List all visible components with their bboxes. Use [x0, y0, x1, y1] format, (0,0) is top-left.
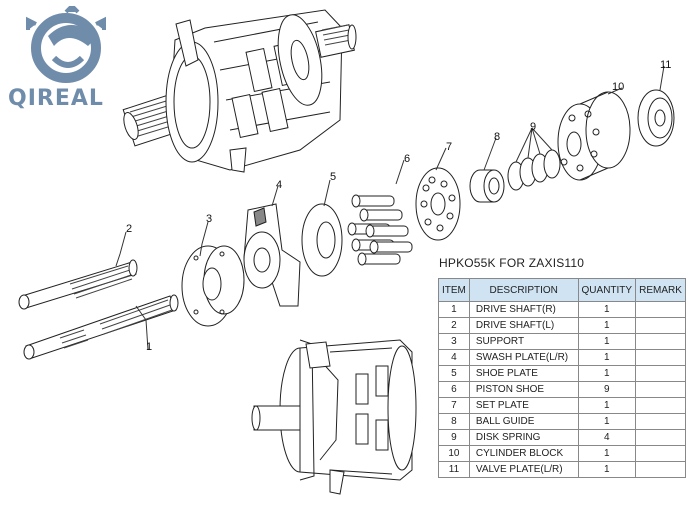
cell-remark: [635, 365, 686, 382]
part-1-drive-shaft-right: [23, 294, 179, 360]
cell-remark: [635, 381, 686, 398]
cell-remark: [635, 317, 686, 334]
cell-quantity: 4: [577, 429, 637, 446]
cell-description: DRIVE SHAFT(R): [468, 301, 579, 318]
part-11-valve-plate: [637, 89, 675, 147]
callout-6: 6: [404, 153, 410, 165]
table-title: HPKO55K FOR ZAXIS110: [439, 256, 585, 270]
part-9-disk-springs: [507, 149, 561, 191]
cell-description: SWASH PLATE(L/R): [468, 349, 579, 366]
callout-labels: 1 2 3 4 5 6 7 8 9 10 11: [126, 59, 671, 353]
cell-description: SUPPORT: [468, 333, 579, 350]
cell-remark: [635, 397, 686, 414]
part-6-piston-shoes: [347, 194, 413, 266]
cell-remark: [635, 349, 686, 366]
callout-4: 4: [276, 179, 282, 191]
cell-description: PISTON SHOE: [468, 381, 579, 398]
cell-item: 11: [438, 461, 470, 478]
part-8-ball-guide: [469, 169, 505, 203]
part-4-swash-plate: [243, 203, 301, 307]
cell-description: SET PLATE: [468, 397, 579, 414]
callout-5: 5: [330, 171, 336, 183]
brand-logo: [8, 3, 128, 116]
cell-item: 8: [438, 413, 470, 430]
pump-shaft-right: [315, 24, 357, 58]
cell-description: CYLINDER BLOCK: [468, 445, 579, 462]
cell-quantity: 1: [577, 365, 637, 382]
cell-description: VALVE PLATE(L/R): [468, 461, 579, 478]
header-remark: REMARK: [635, 278, 686, 302]
cell-description: BALL GUIDE: [468, 413, 579, 430]
callout-7: 7: [446, 141, 452, 153]
assembled-pump-top: [122, 9, 357, 173]
cell-remark: [635, 333, 686, 350]
header-description: DESCRIPTION: [468, 278, 579, 302]
callout-1: 1: [146, 341, 152, 353]
cell-item: 9: [438, 429, 470, 446]
part-3-support: [181, 245, 245, 327]
cell-quantity: 1: [577, 301, 637, 318]
part-10-cylinder-block: [557, 91, 631, 181]
part-7-set-plate: [415, 167, 461, 241]
brand-name: QIREAL: [8, 86, 104, 111]
callout-leaders: [115, 65, 665, 351]
part-5-shoe-plate: [301, 203, 343, 277]
cell-remark: [635, 445, 686, 462]
cell-quantity: 1: [577, 461, 637, 478]
callout-8: 8: [494, 131, 500, 143]
assembled-pump-bottom: [251, 339, 417, 495]
cell-quantity: 1: [577, 413, 637, 430]
cell-item: 10: [438, 445, 470, 462]
cell-quantity: 1: [577, 445, 637, 462]
header-quantity: QUANTITY: [577, 278, 637, 302]
callout-9: 9: [530, 121, 536, 133]
cell-remark: [635, 301, 686, 318]
cell-quantity: 1: [577, 333, 637, 350]
callout-2: 2: [126, 223, 132, 235]
callout-11: 11: [660, 59, 671, 71]
cell-item: 6: [438, 381, 470, 398]
cell-quantity: 1: [577, 317, 637, 334]
cell-remark: [635, 429, 686, 446]
table-header-row: ITEM DESCRIPTION QUANTITY REMARK: [438, 278, 686, 302]
cell-description: SHOE PLATE: [468, 365, 579, 382]
part-2-drive-shaft-left: [18, 259, 138, 310]
callout-10: 10: [612, 81, 624, 93]
cell-quantity: 1: [577, 397, 637, 414]
cell-item: 1: [438, 301, 470, 318]
cell-remark: [635, 461, 686, 478]
cell-item: 4: [438, 349, 470, 366]
cell-item: 2: [438, 317, 470, 334]
callout-3: 3: [206, 213, 212, 225]
header-item: ITEM: [438, 278, 470, 302]
gear-logo-icon: [26, 3, 106, 83]
cell-description: DISK SPRING: [468, 429, 579, 446]
cell-quantity: 9: [577, 381, 637, 398]
cell-item: 7: [438, 397, 470, 414]
cell-remark: [635, 413, 686, 430]
cell-quantity: 1: [577, 349, 637, 366]
cell-item: 3: [438, 333, 470, 350]
cell-item: 5: [438, 365, 470, 382]
cell-description: DRIVE SHAFT(L): [468, 317, 579, 334]
